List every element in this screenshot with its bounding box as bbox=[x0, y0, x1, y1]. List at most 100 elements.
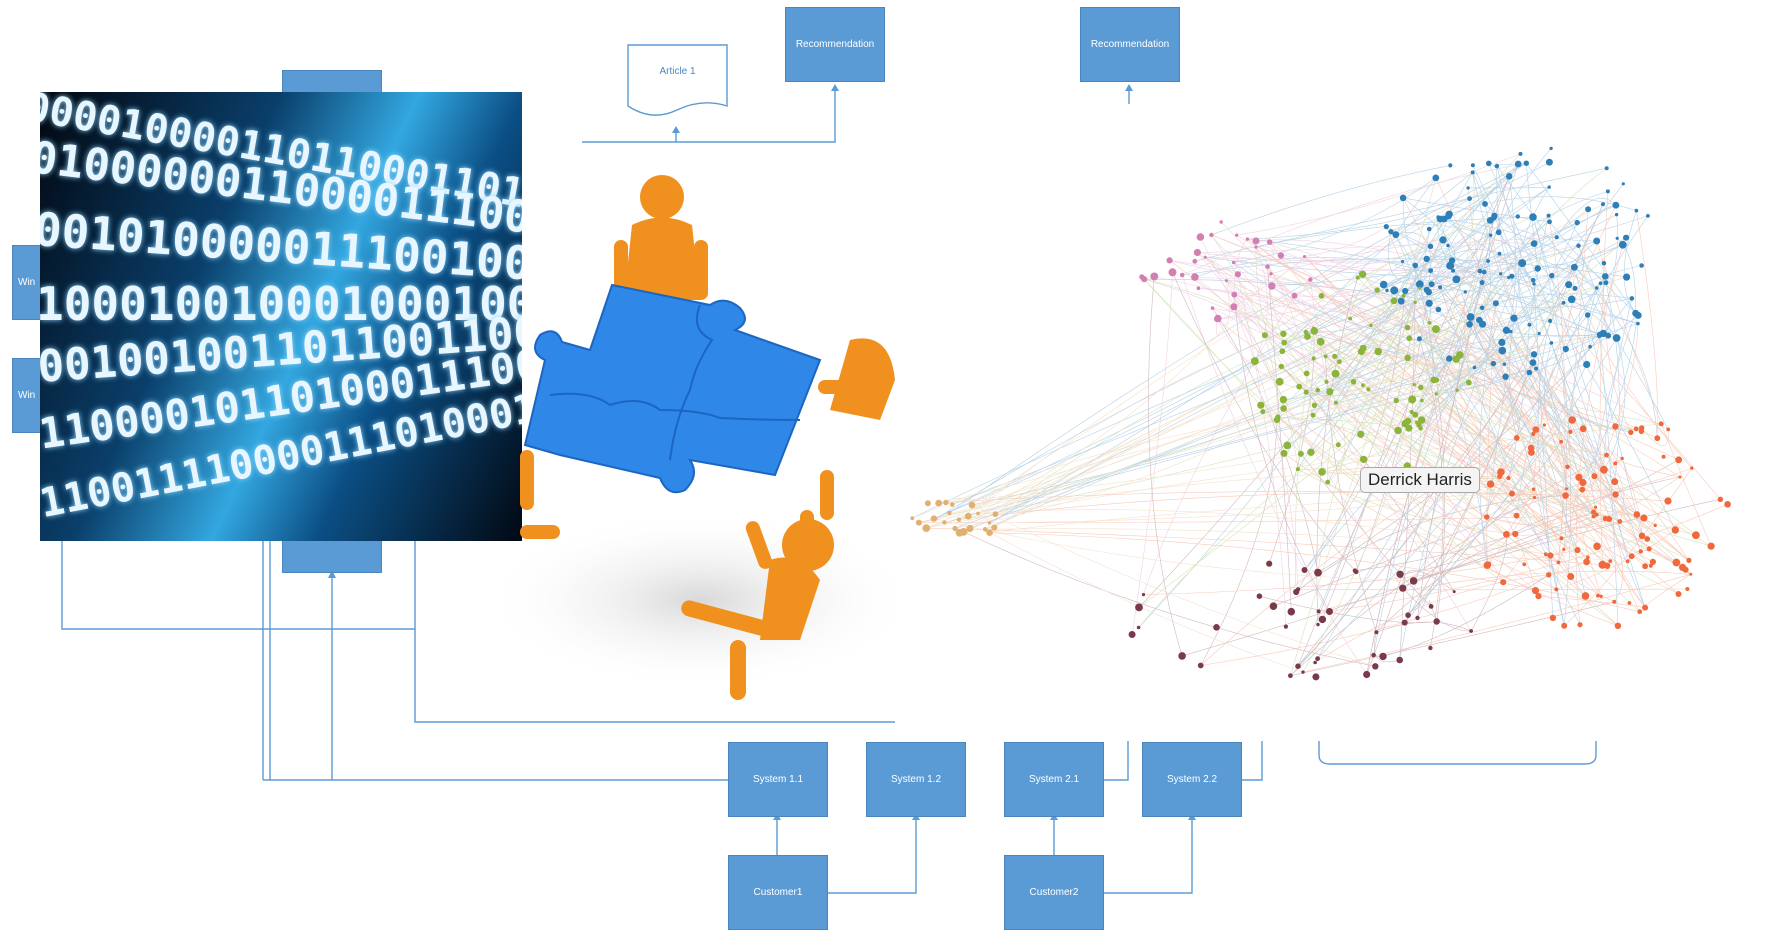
network-node bbox=[1313, 660, 1317, 665]
network-node bbox=[1724, 501, 1731, 508]
network-node bbox=[1446, 261, 1455, 270]
network-edge bbox=[1409, 316, 1471, 347]
network-edge bbox=[1290, 368, 1537, 676]
network-edge bbox=[989, 532, 1640, 612]
network-node bbox=[1366, 387, 1371, 392]
network-node bbox=[1287, 607, 1296, 616]
network-node bbox=[1418, 384, 1424, 391]
network-edge bbox=[1415, 342, 1552, 416]
network-edge bbox=[1212, 307, 1319, 573]
network-edge bbox=[988, 493, 1513, 533]
network-node bbox=[1463, 290, 1468, 294]
network-edge bbox=[1310, 279, 1327, 382]
network-edge bbox=[1247, 238, 1605, 471]
network-edge bbox=[1407, 237, 1627, 422]
network-edge bbox=[1322, 302, 1416, 620]
network-node bbox=[1332, 353, 1338, 359]
network-node bbox=[1628, 429, 1634, 435]
network-node bbox=[1510, 314, 1518, 322]
network-node-label: Derrick Harris bbox=[1360, 467, 1480, 493]
network-edge bbox=[1302, 423, 1406, 673]
network-node bbox=[966, 524, 974, 533]
network-edge bbox=[1465, 291, 1641, 552]
network-edge bbox=[1217, 318, 1330, 392]
network-edge bbox=[1302, 574, 1691, 673]
network-edge bbox=[954, 354, 1535, 529]
network-node bbox=[1303, 370, 1310, 377]
network-edge bbox=[1413, 499, 1721, 582]
network-edge bbox=[995, 367, 1475, 515]
network-edge bbox=[944, 445, 1288, 523]
network-node bbox=[1405, 612, 1411, 618]
network-edge bbox=[1273, 482, 1584, 607]
network-edge bbox=[1296, 495, 1566, 593]
network-node bbox=[1353, 569, 1359, 575]
network-node bbox=[1547, 219, 1552, 225]
network-node bbox=[950, 502, 955, 507]
network-node bbox=[1593, 237, 1601, 245]
network-edge bbox=[1339, 186, 1550, 362]
network-node bbox=[1308, 277, 1313, 282]
network-edge bbox=[1467, 187, 1571, 577]
network-node bbox=[1466, 313, 1475, 321]
network-node bbox=[1472, 365, 1477, 370]
network-edge bbox=[933, 217, 1494, 519]
network-node bbox=[1283, 441, 1292, 450]
network-edge bbox=[1317, 389, 1640, 612]
network-edge bbox=[1533, 354, 1690, 561]
network-node bbox=[1535, 593, 1542, 600]
network-edge bbox=[1556, 197, 1617, 238]
network-edge bbox=[1268, 328, 1315, 564]
network-edge bbox=[1428, 291, 1677, 563]
network-edge bbox=[1297, 468, 1516, 535]
network-node bbox=[1374, 287, 1380, 293]
network-node bbox=[1197, 662, 1204, 669]
network-node bbox=[1428, 645, 1433, 651]
network-node bbox=[1664, 497, 1672, 505]
network-edge bbox=[1419, 217, 1495, 285]
network-edge bbox=[1535, 368, 1567, 550]
network-node bbox=[1428, 281, 1435, 288]
network-edge bbox=[1366, 282, 1483, 675]
network-node bbox=[1423, 255, 1430, 263]
network-edge bbox=[1297, 176, 1510, 667]
network-edge bbox=[1247, 238, 1712, 547]
network-node bbox=[1358, 270, 1367, 278]
network-edge bbox=[968, 176, 1510, 517]
network-node bbox=[1548, 318, 1553, 323]
network-node bbox=[1445, 212, 1452, 220]
network-edge bbox=[1326, 381, 1683, 568]
network-node bbox=[1675, 456, 1683, 464]
network-node bbox=[1335, 442, 1341, 448]
network-node bbox=[1612, 423, 1619, 430]
network-edge bbox=[1443, 218, 1597, 289]
network-node bbox=[1413, 300, 1417, 304]
network-node bbox=[1707, 542, 1715, 550]
network-edge bbox=[1197, 252, 1485, 273]
network-edge bbox=[989, 488, 1567, 524]
network-node bbox=[1279, 395, 1288, 404]
network-edge bbox=[1269, 241, 1628, 562]
system-2-1-box: System 2.1 bbox=[1004, 742, 1104, 817]
network-node bbox=[1303, 329, 1309, 335]
network-node bbox=[1415, 615, 1420, 621]
network-edge bbox=[912, 262, 1523, 519]
network-node bbox=[1479, 280, 1485, 286]
network-node bbox=[1503, 531, 1510, 538]
network-edge bbox=[1459, 277, 1509, 355]
recommendation-box-2: Recommendation bbox=[1080, 7, 1180, 82]
network-node bbox=[1486, 480, 1495, 488]
network-edge bbox=[1362, 274, 1571, 577]
network-edge bbox=[1481, 237, 1627, 287]
network-node bbox=[1295, 663, 1301, 669]
network-edge bbox=[1426, 240, 1597, 268]
network-edge bbox=[1262, 316, 1471, 412]
network-edge bbox=[1211, 234, 1295, 296]
network-edge bbox=[1400, 301, 1568, 468]
network-node bbox=[1390, 286, 1399, 295]
network-edge bbox=[1417, 163, 1519, 618]
network-node bbox=[1522, 562, 1527, 567]
network-node bbox=[1666, 427, 1671, 432]
network-node bbox=[1646, 546, 1652, 552]
network-node bbox=[1141, 593, 1146, 597]
